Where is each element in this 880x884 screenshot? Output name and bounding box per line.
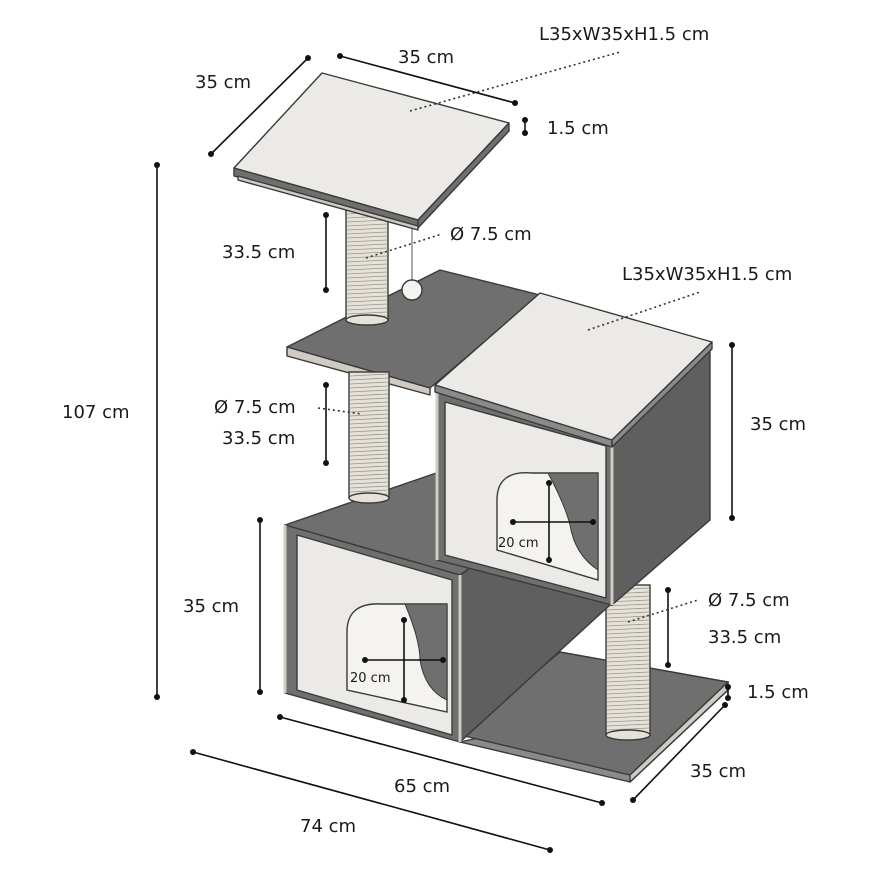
total-width-label: 74 cm <box>300 816 356 837</box>
middle-post-diameter-label: Ø 7.5 cm <box>214 397 296 418</box>
inner-width-label: 65 cm <box>394 776 450 797</box>
upper-scratching-post <box>345 209 389 326</box>
cube-top-spec-label: L35xW35xH1.5 cm <box>622 264 792 285</box>
lower-post-height-label: 33.5 cm <box>708 627 781 648</box>
upper-hole-label: 20 cm <box>498 536 539 551</box>
middle-scratching-post <box>348 371 390 504</box>
base-depth-label: 35 cm <box>690 761 746 782</box>
lower-scratching-post <box>605 584 651 741</box>
middle-post-height-label: 33.5 cm <box>222 428 295 449</box>
upper-cube <box>435 344 711 606</box>
upper-hole-dimension <box>510 480 596 563</box>
top-width-label: 35 cm <box>398 47 454 68</box>
upper-post-height-label: 33.5 cm <box>222 242 295 263</box>
cube-top-cushion <box>434 292 713 448</box>
lower-hole-label: 20 cm <box>350 671 391 686</box>
lower-post-diameter-label: Ø 7.5 cm <box>708 590 790 611</box>
top-depth-label: 35 cm <box>195 72 251 93</box>
dimension-lines <box>154 51 735 853</box>
upper-post-diameter-label: Ø 7.5 cm <box>450 224 532 245</box>
total-height-label: 107 cm <box>62 402 130 423</box>
lower-hole-dimension <box>362 617 446 703</box>
toy-ball <box>401 218 423 301</box>
lower-cube-height-label: 35 cm <box>183 596 239 617</box>
top-platform <box>233 72 510 231</box>
top-thickness-label: 1.5 cm <box>547 118 609 139</box>
upper-cube-height-label: 35 cm <box>750 414 806 435</box>
top-platform-spec-label: L35xW35xH1.5 cm <box>539 24 709 45</box>
base-thickness-label: 1.5 cm <box>747 682 809 703</box>
base-board <box>459 651 729 783</box>
